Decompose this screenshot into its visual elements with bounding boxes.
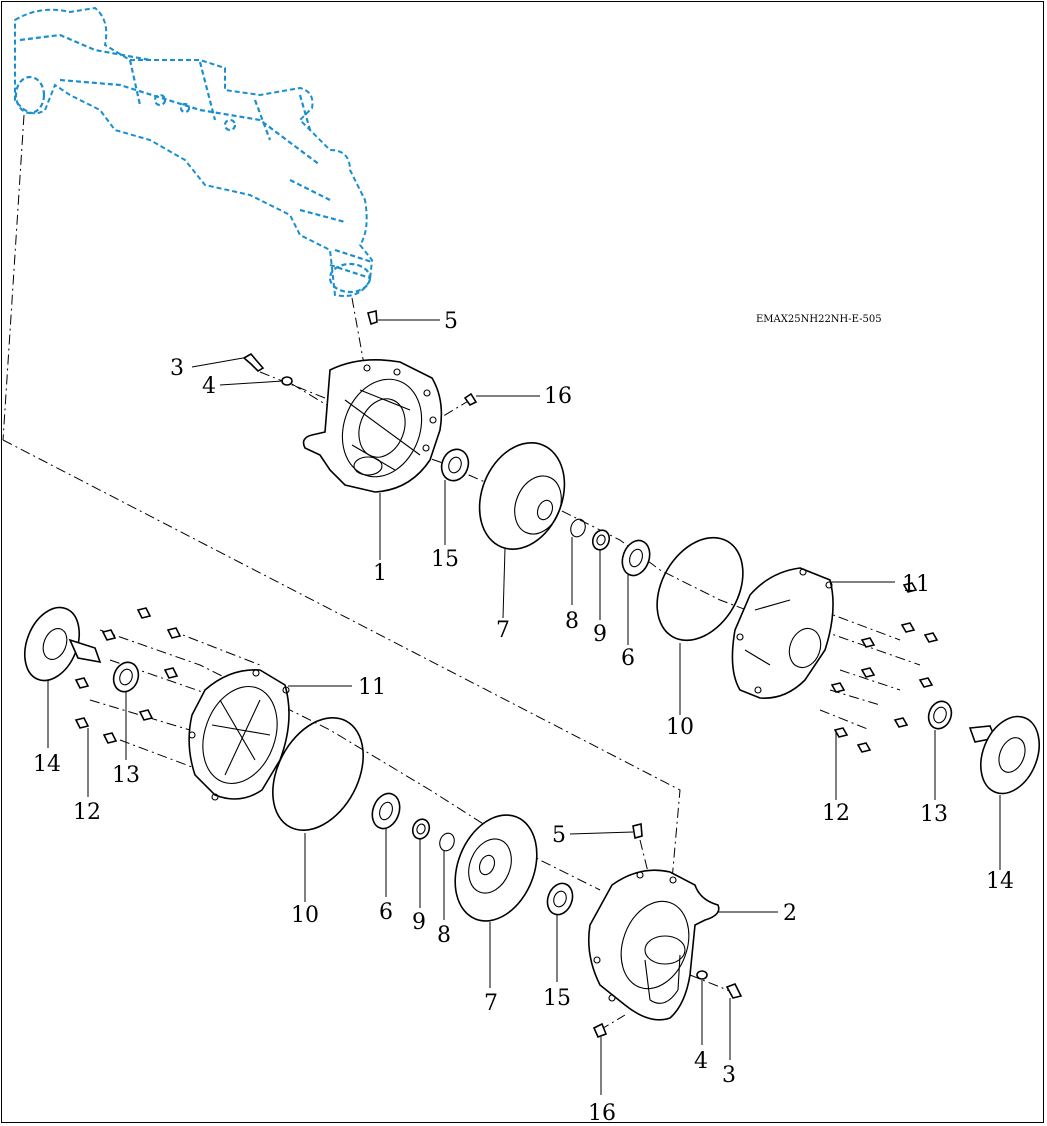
- callout-bolts-right: 12: [822, 801, 850, 826]
- bearing-15-upper: [440, 448, 470, 482]
- shim-9-upper: [591, 529, 611, 551]
- cover-11-right: [731, 567, 834, 699]
- callout-bearing-lower: 6: [379, 900, 393, 925]
- callout-gear-lower: 7: [484, 991, 498, 1016]
- oring-10-lower: [272, 716, 364, 832]
- callout-breather-upper: 16: [544, 384, 572, 409]
- bearing-6-lower: [371, 792, 401, 830]
- callout-plug-lower: 5: [552, 823, 566, 848]
- callout-bearing15-lower: 15: [543, 986, 571, 1011]
- axle-housing-reference: [14, 6, 374, 297]
- shim-9-lower: [411, 818, 431, 840]
- callout-cover-right: 11: [902, 572, 930, 597]
- plug-5-upper: [367, 309, 378, 326]
- callout-gear-upper: 7: [496, 618, 510, 643]
- callout-oring-lower: 10: [291, 903, 319, 928]
- callout-bearing15-upper: 15: [431, 547, 459, 572]
- callout-labels: EMAX25NH22NH-E-505 5 3 4 16 1 15 7 8 9 6…: [33, 309, 1014, 1126]
- callout-breather-lower: 16: [588, 1101, 616, 1126]
- drawing-code: EMAX25NH22NH-E-505: [756, 314, 882, 325]
- seal-13-right: [927, 700, 953, 730]
- lower-housing-2: [587, 869, 720, 1021]
- bolts-12-left: [74, 607, 182, 744]
- callout-flange-right: 14: [986, 869, 1014, 894]
- callout-oring-upper: 10: [666, 715, 694, 740]
- gear-7-upper: [478, 442, 566, 550]
- flange-14-left: [23, 606, 102, 682]
- flange-14-right: [968, 715, 1040, 795]
- callout-circlip-upper: 8: [565, 609, 579, 634]
- callout-cover-left: 11: [358, 675, 386, 700]
- leader-lines: [47, 319, 1001, 1095]
- washer-4-upper: [281, 376, 293, 386]
- bolt-3-upper: [242, 352, 265, 373]
- callout-lower-housing: 2: [783, 901, 797, 926]
- callout-bolts-left: 12: [73, 800, 101, 825]
- callout-plug-upper: 5: [444, 309, 458, 334]
- callout-shim-lower: 9: [412, 910, 426, 935]
- breather-16-upper: [463, 392, 478, 407]
- plug-5-lower: [632, 822, 643, 840]
- callout-bearing-upper: 6: [621, 646, 635, 671]
- callout-bolt-upper: 3: [170, 356, 184, 381]
- circlip-8-lower: [439, 832, 455, 852]
- breather-16-lower: [592, 1022, 608, 1039]
- callout-circlip-lower: 8: [437, 923, 451, 948]
- bolts-12-right: [830, 582, 939, 753]
- cover-11-left: [188, 669, 290, 801]
- bearing-6-upper: [621, 539, 651, 577]
- callout-seal-left: 13: [112, 763, 140, 788]
- callout-bolt-lower: 3: [722, 1063, 736, 1088]
- callout-seal-right: 13: [920, 802, 948, 827]
- callout-upper-housing: 1: [373, 561, 387, 586]
- circlip-8-upper: [570, 518, 586, 538]
- callout-washer-upper: 4: [202, 374, 216, 399]
- bearing-15-lower: [546, 882, 574, 916]
- gear-7-lower: [454, 814, 538, 922]
- callout-washer-lower: 4: [694, 1049, 708, 1074]
- callout-flange-left: 14: [33, 752, 61, 777]
- seal-13-left: [112, 661, 140, 693]
- callout-shim-upper: 9: [593, 622, 607, 647]
- bolt-3-lower: [725, 982, 743, 999]
- washer-4-lower: [696, 970, 708, 980]
- oring-10-upper: [656, 536, 744, 642]
- upper-housing-1: [302, 358, 443, 493]
